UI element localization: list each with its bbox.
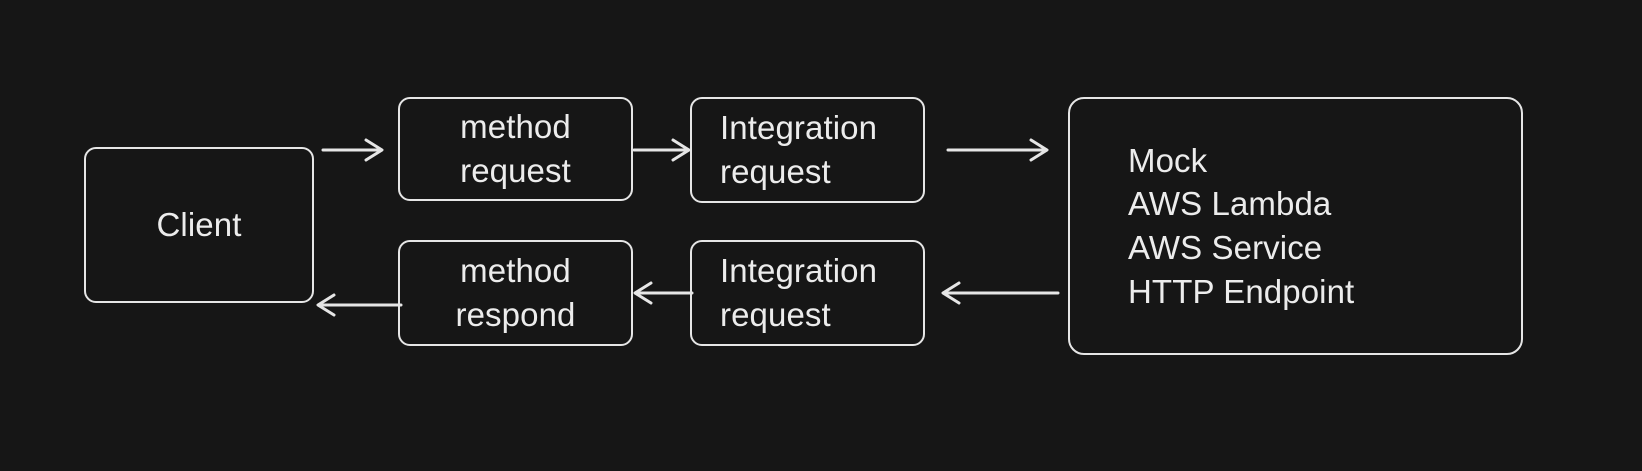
arrow-left-icon-method-respond-to-client: [316, 288, 403, 322]
arrow-right-icon-client-to-method-request: [321, 133, 386, 167]
node-integration-request-top-line-0: Integration: [720, 109, 878, 147]
arrow-right-icon-integration-request-to-backend: [946, 133, 1051, 167]
node-client[interactable]: Client: [84, 147, 314, 303]
node-integration-request-bottom-line-1: request: [720, 296, 831, 333]
node-method-request-line-1: request: [460, 152, 571, 189]
node-method-request-line-0: method: [460, 108, 571, 146]
arrow-left-icon-integration-request-to-method-respond: [633, 276, 694, 310]
node-integration-request-bottom[interactable]: Integration request: [690, 240, 925, 346]
backend-option-http-endpoint: HTTP Endpoint: [1128, 272, 1355, 310]
node-client-line-0: Client: [156, 206, 242, 244]
node-method-respond-line-0: method: [460, 252, 571, 290]
backend-option-aws-service: AWS Service: [1128, 229, 1323, 266]
node-integration-request-top-line-1: request: [720, 153, 831, 190]
backend-option-aws-lambda: AWS Lambda: [1128, 185, 1332, 223]
arrow-right-icon-method-request-to-integration-request: [632, 133, 693, 167]
node-integration-request-top[interactable]: Integration request: [690, 97, 925, 203]
node-integration-request-bottom-line-0: Integration: [720, 252, 878, 290]
node-method-request[interactable]: method request: [398, 97, 633, 201]
node-backend-integrations[interactable]: Mock AWS Lambda AWS Service HTTP Endpoin…: [1068, 97, 1523, 355]
backend-option-mock: Mock: [1128, 141, 1208, 179]
node-method-respond-line-1: respond: [455, 296, 576, 333]
node-method-respond[interactable]: method respond: [398, 240, 633, 346]
arrow-left-icon-backend-to-integration-request: [941, 276, 1060, 310]
